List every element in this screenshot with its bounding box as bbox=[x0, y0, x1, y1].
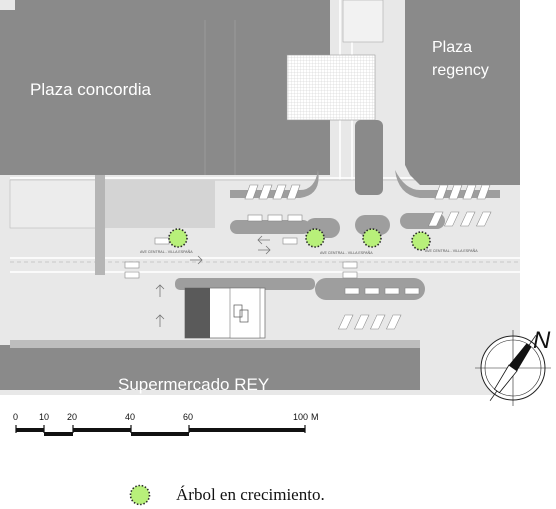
north-label: N bbox=[533, 327, 551, 354]
scale-tick-20: 20 bbox=[67, 412, 77, 422]
median-left bbox=[105, 180, 215, 228]
canopy bbox=[286, 54, 376, 121]
street-name-labels: AVE CENTRAL - VILLA ESPAÑA AVE CENTRAL -… bbox=[140, 248, 478, 255]
scale-tick-40: 40 bbox=[125, 412, 135, 422]
street-label-2: AVE CENTRAL - VILLA ESPAÑA bbox=[320, 250, 373, 255]
building-supermercado: Supermercado REY bbox=[0, 340, 420, 394]
legend-label: Árbol en crecimiento. bbox=[176, 485, 325, 504]
kiosk-building bbox=[175, 278, 315, 339]
parking-left bbox=[9, 179, 106, 229]
center-island bbox=[355, 120, 383, 195]
scale-unit: M bbox=[311, 412, 319, 422]
building-plaza-concordia: Plaza concordia bbox=[0, 0, 330, 175]
scale-tick-10: 10 bbox=[39, 412, 49, 422]
center-top-block bbox=[342, 0, 384, 43]
scale-tick-0: 0 bbox=[13, 412, 18, 422]
map-legend: Árbol en crecimiento. bbox=[128, 483, 325, 507]
street-label-1: AVE CENTRAL - VILLA ESPAÑA bbox=[140, 249, 193, 254]
tree-marker bbox=[305, 228, 325, 248]
street-label-3: AVE CENTRAL - VILLA ESPAÑA bbox=[425, 248, 478, 253]
scale-tick-100: 100 bbox=[293, 412, 308, 422]
parking-stalls bbox=[124, 184, 492, 330]
trees bbox=[168, 228, 431, 251]
tree-marker bbox=[411, 231, 431, 251]
tree-legend-icon bbox=[129, 484, 151, 506]
plaza-concordia-label: Plaza concordia bbox=[30, 80, 152, 99]
tree-marker bbox=[168, 228, 188, 248]
plaza-regency-label-1: Plaza bbox=[432, 39, 472, 56]
scale-bar: 0 10 20 40 60 100 M bbox=[13, 412, 319, 436]
direction-arrows bbox=[155, 235, 271, 327]
supermercado-label: Supermercado REY bbox=[118, 375, 269, 394]
building-plaza-regency: Plaza regency bbox=[405, 0, 520, 185]
scale-tick-60: 60 bbox=[183, 412, 193, 422]
vertical-path bbox=[95, 175, 105, 275]
tree-marker bbox=[362, 228, 382, 248]
compass-rose: N bbox=[475, 327, 551, 406]
plaza-regency-label-2: regency bbox=[432, 62, 489, 79]
